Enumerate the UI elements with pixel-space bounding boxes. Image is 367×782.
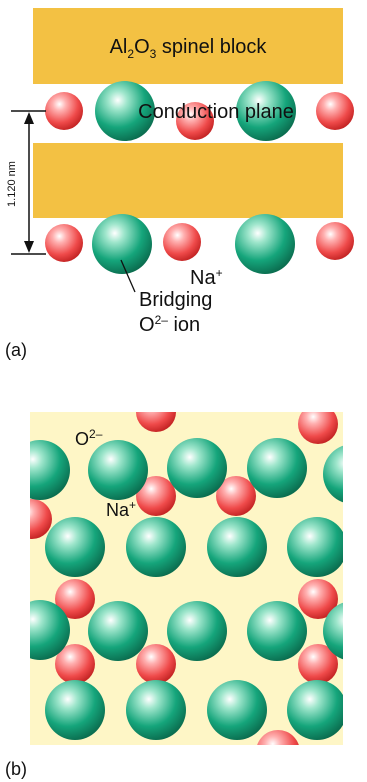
na-ion (298, 579, 338, 619)
dimension-arrow-top (24, 112, 34, 124)
o-ion (126, 680, 186, 740)
panel-b-lattice (30, 412, 343, 745)
spinel-block-label: Al2O3 spinel block (110, 36, 268, 61)
na-ion (298, 412, 338, 444)
na-ion (136, 412, 176, 432)
o-ion (323, 602, 343, 660)
na-ion (45, 92, 83, 130)
na-ion (257, 730, 299, 745)
o-ion (88, 440, 148, 500)
o-ion (45, 680, 105, 740)
o-ion (45, 517, 105, 577)
o-ion (92, 214, 152, 274)
spacing-label: 1.120 nm (6, 161, 18, 207)
o-ion (95, 81, 155, 141)
panel-b-tag: (b) (5, 759, 27, 779)
o-ion (235, 214, 295, 274)
o-ion (207, 680, 267, 740)
bridging-leader-line (120, 259, 136, 293)
na-ion (55, 579, 95, 619)
o-ion (207, 517, 267, 577)
na-ion (316, 222, 354, 260)
bridging-label-line1: Bridging (139, 289, 212, 311)
spinel-block-top (33, 8, 343, 84)
o-ion (30, 440, 70, 500)
o-ion (247, 438, 307, 498)
na-ion (136, 476, 176, 516)
na-ion (316, 92, 354, 130)
na-ion (298, 644, 338, 684)
o-ion (167, 601, 227, 661)
o-ion (236, 81, 296, 141)
panel-a: Al2O3 spinel block Conduction plane 1.12… (5, 8, 354, 360)
spinel-block-middle (33, 143, 343, 218)
bridging-label-line2: O2– ion (139, 313, 200, 336)
o-ion (88, 601, 148, 661)
o-ion-label: O2– (75, 427, 103, 449)
na-ion (45, 224, 83, 262)
na-ion (176, 102, 214, 140)
panel-b: O2– Na+ (b) (5, 412, 343, 779)
o-ion (126, 517, 186, 577)
panel-a-tag: (a) (5, 340, 27, 360)
dimension-arrow-bottom (24, 241, 34, 253)
o-ion (287, 680, 343, 740)
o-ion (287, 517, 343, 577)
na-ion (55, 644, 95, 684)
na-ion-label-b: Na+ (106, 498, 136, 520)
spacing-dimension (11, 110, 46, 255)
na-ion (30, 499, 52, 539)
na-ion (136, 644, 176, 684)
conduction-plane-label: Conduction plane (138, 101, 294, 123)
na-ion-label: Na+ (190, 266, 223, 289)
o-ion (167, 438, 227, 498)
o-ion (323, 445, 343, 503)
na-ion (163, 223, 201, 261)
na-ion (216, 476, 256, 516)
o-ion (247, 601, 307, 661)
o-ion (30, 600, 70, 660)
